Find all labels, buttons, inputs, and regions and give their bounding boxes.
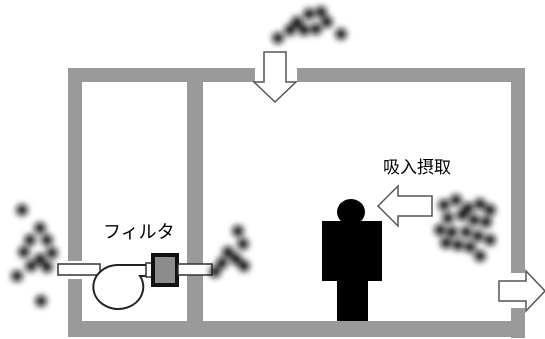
particles-indoor-right — [434, 194, 496, 262]
particle-dot — [222, 246, 234, 258]
inhalation-arrow — [376, 184, 433, 228]
left-wall-upper — [68, 68, 82, 261]
particle-dot — [216, 257, 228, 269]
particle-dot — [303, 8, 315, 20]
particle-dot — [450, 194, 462, 206]
particle-dot — [46, 247, 58, 259]
particle-dot — [209, 266, 221, 278]
roof-wall-right — [297, 68, 525, 82]
particle-dot — [232, 225, 244, 237]
airborne-particles — [11, 6, 496, 307]
particle-dot — [24, 234, 36, 246]
fan-icon — [92, 263, 149, 310]
particle-dot — [442, 212, 454, 224]
outlet-right-arrow — [498, 269, 545, 313]
particle-dot — [230, 253, 242, 265]
particle-dot — [321, 16, 333, 28]
inhalation-label: 吸入摂取 — [383, 158, 451, 178]
particle-dot — [291, 16, 303, 28]
particle-dot — [16, 204, 28, 216]
particle-dot — [446, 226, 458, 238]
particle-dot — [41, 261, 53, 273]
particle-dot — [11, 270, 23, 282]
particles-outside-left — [11, 204, 58, 307]
particle-dot — [272, 32, 284, 44]
particle-dot — [25, 260, 37, 272]
outlet-duct — [177, 263, 213, 276]
particles-indoor-left — [209, 225, 250, 278]
particle-dot — [456, 209, 468, 221]
particle-dot — [298, 24, 310, 36]
particle-dot — [452, 239, 464, 251]
particle-dot — [315, 6, 327, 18]
particle-dot — [434, 224, 446, 236]
filter-label: フィルタ — [103, 222, 175, 243]
particle-dot — [335, 28, 347, 40]
particle-dot — [472, 230, 484, 242]
particle-dot — [468, 214, 480, 226]
particle-dot — [438, 199, 450, 211]
particle-dot — [464, 241, 476, 253]
particle-dot — [18, 246, 30, 258]
particle-dot — [484, 234, 496, 246]
particle-dot — [474, 198, 486, 210]
right-wall-upper — [511, 68, 525, 273]
particle-dot — [41, 234, 53, 246]
filter-icon — [151, 253, 179, 287]
particle-dot — [474, 250, 486, 262]
particle-dot — [284, 24, 296, 36]
particle-dot — [237, 238, 249, 250]
particle-dot — [35, 295, 47, 307]
particle-dot — [480, 216, 492, 228]
partition-wall — [187, 68, 203, 330]
particle-dot — [34, 222, 46, 234]
particle-dot — [34, 253, 46, 265]
particle-dot — [310, 23, 322, 35]
floor — [68, 321, 525, 337]
inlet-down-arrow — [252, 51, 298, 104]
roof-wall-left — [68, 68, 255, 82]
particle-dot — [460, 226, 472, 238]
particle-dot — [238, 260, 250, 272]
intake-duct — [57, 263, 101, 276]
particle-dot — [440, 237, 452, 249]
particle-dot — [484, 204, 496, 216]
particles-top — [272, 6, 347, 44]
person-icon — [322, 199, 382, 321]
